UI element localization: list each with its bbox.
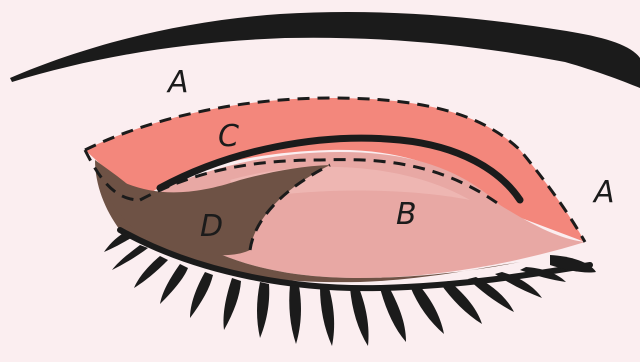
label-a-right: A [592,175,615,210]
label-d: D [200,209,223,244]
label-c: C [218,119,239,154]
label-a-top: A [166,65,189,100]
eyebrow [10,12,640,88]
label-b: B [396,197,417,232]
